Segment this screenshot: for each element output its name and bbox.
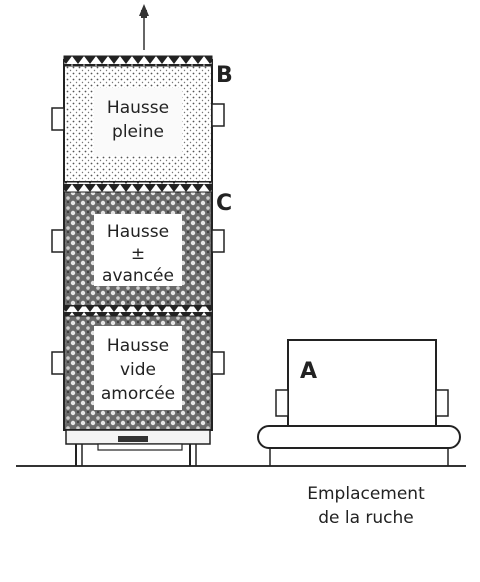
- label-a: A: [300, 359, 317, 384]
- hive-box-a: [257, 339, 461, 466]
- middle-super-line-3: avancée: [102, 266, 174, 286]
- bottom-super-line-2: vide: [120, 360, 156, 380]
- middle-super-line-2: ±: [131, 244, 145, 264]
- bottom-super-line-1: Hausse: [107, 336, 169, 356]
- hive-stack: [51, 55, 225, 466]
- top-super-line-1: Hausse: [107, 98, 169, 118]
- middle-super-label-panel: [94, 214, 182, 286]
- hive-roof-tip-icon: [139, 4, 149, 50]
- caption-line-1: Emplacement: [307, 484, 425, 504]
- top-super-line-2: pleine: [112, 122, 164, 142]
- caption-line-2: de la ruche: [318, 508, 414, 528]
- bottom-super-label-panel: [94, 326, 182, 410]
- middle-super-line-1: Hausse: [107, 222, 169, 242]
- label-b: B: [216, 63, 233, 88]
- hive-platform: [257, 425, 461, 449]
- top-super-label-panel: [94, 88, 182, 156]
- bottom-super-line-3: amorcée: [101, 384, 175, 404]
- label-c: C: [216, 191, 232, 216]
